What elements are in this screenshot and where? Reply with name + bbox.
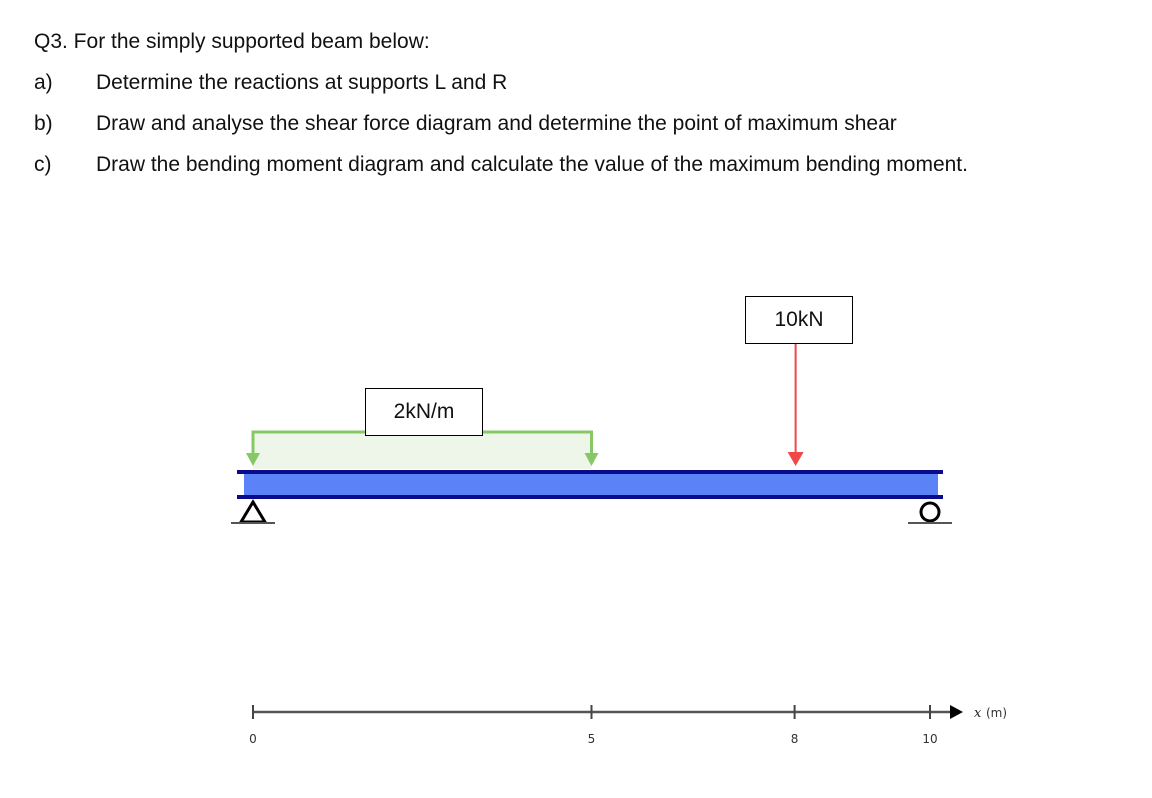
item-label: b) [34,112,53,135]
beam-top-flange [237,470,943,474]
item-text: Draw and analyse the shear force diagram… [96,112,897,135]
item-text: Determine the reactions at supports L an… [96,71,508,94]
axis-tick-label: 10 [922,732,937,746]
roller-support-icon [908,501,952,524]
axis-tick-label: 5 [588,732,596,746]
point-load-arrow-icon [787,452,804,466]
udl-area [253,431,592,469]
axis-tick-label: 0 [249,732,257,746]
axis-tick-label: 8 [791,732,799,746]
udl-label-box: 2kN/m [365,388,483,436]
pin-support-icon [231,499,275,524]
beam-bottom-flange [237,495,943,499]
item-label: a) [34,71,53,94]
udl-arrow-left-icon [246,453,260,466]
udl-label: 2kN/m [393,400,455,423]
x-axis: x (m) 0 5 8 10 [249,705,1007,746]
item-text: Draw the bending moment diagram and calc… [96,153,968,176]
udl-arrow-right-icon [584,453,599,466]
axis-unit: (m) [986,706,1007,720]
distributed-load [246,430,599,469]
point-load [787,344,804,466]
item-label: c) [34,153,52,176]
axis-arrow-icon [950,705,963,719]
beam-body [244,473,938,497]
point-load-label: 10kN [774,308,824,331]
point-load-label-box: 10kN [745,296,853,344]
question-title: Q3. For the simply supported beam below: [34,30,430,53]
axis-variable: x [974,706,982,721]
beam [237,470,943,499]
